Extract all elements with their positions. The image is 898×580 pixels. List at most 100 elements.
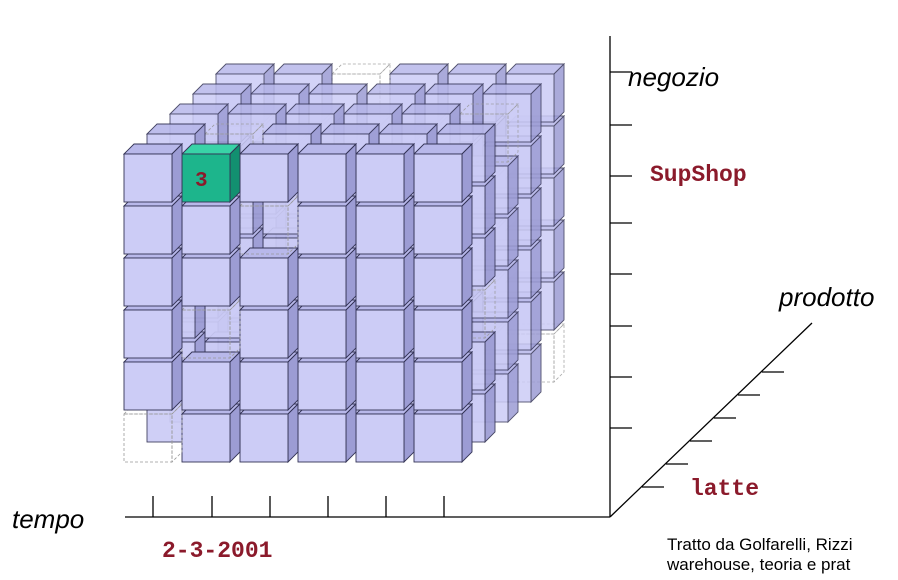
cube [122,350,184,412]
cube-side-face [403,402,415,464]
cube-side-face [171,298,183,360]
cube-side-face [171,350,183,412]
store-axis-title: negozio [628,62,720,92]
cube-front-face [239,361,289,411]
cube-front-face [239,257,289,307]
cube-side-face [345,194,357,256]
cube-front-face [297,153,347,203]
cube [296,350,358,412]
cube-side-face [530,134,542,196]
cube-side-face [287,402,299,464]
cube-side-face [553,323,565,383]
cube-side-face [530,238,542,300]
cube-side-face [345,350,357,412]
cube-side-face [484,174,496,236]
cube-front-face [413,361,463,411]
cube-side-face [287,142,299,204]
cube-side-face [484,226,496,288]
cube-front-face [413,413,463,463]
cube-front-face [181,257,231,307]
cube [180,402,242,464]
cube [354,298,416,360]
time-axis-title: tempo [12,504,85,534]
cube-front-face [123,153,173,203]
cube-side-face [403,350,415,412]
time-axis-value: 2-3-2001 [162,538,273,564]
cube-cells [122,62,566,464]
cube-front-face [355,257,405,307]
cube-side-face [530,186,542,248]
cube [122,194,184,256]
cube [296,402,358,464]
cube-front-face [297,413,347,463]
cube [238,402,300,464]
cube [354,194,416,256]
cube-side-face [171,142,183,204]
cube-front-face [181,205,231,255]
cube-side-face [403,194,415,256]
cube-front-face [355,153,405,203]
cube-side-face [507,310,519,372]
cube-front-face [123,257,173,307]
credit-line-1: Tratto da Golfarelli, Rizzi [667,535,853,554]
cube-side-face [461,298,473,360]
axes-lines [125,36,813,518]
cube-front-face [239,413,289,463]
cube [354,246,416,308]
cube-side-face [403,298,415,360]
product-axis-title: prodotto [779,282,875,312]
cube [238,142,300,204]
cube-front-face [413,153,463,203]
cube-front-face [355,205,405,255]
cube [296,298,358,360]
cube-front-face [297,361,347,411]
cube [412,142,474,204]
cube-side-face [287,298,299,360]
cube-side-face [229,402,241,464]
cube-front-face [181,361,231,411]
cube [412,350,474,412]
cube [180,194,242,256]
cube-side-face [287,350,299,412]
cube-front-face [123,413,173,463]
product-axis-value: latte [690,476,760,502]
cube-side-face [507,154,519,216]
cube-front-face [297,205,347,255]
cube-front-face [297,257,347,307]
cube-side-face [530,342,542,404]
cube-front-face [413,257,463,307]
cube-side-face [171,246,183,308]
cube [412,246,474,308]
cube-side-face [403,142,415,204]
cube-front-face [181,413,231,463]
cube-side-face [553,166,565,228]
cube [296,194,358,256]
cube [296,142,358,204]
cube [412,402,474,464]
cube [238,298,300,360]
cube-front-face [123,205,173,255]
cube [354,402,416,464]
highlighted-cell-value: 3 [195,170,208,193]
cube [180,350,242,412]
cube [122,142,184,204]
cube-side-face [229,350,241,412]
cube-side-face [229,194,241,256]
cube-front-face [355,413,405,463]
cube-side-face [484,382,496,444]
cube-side-face [287,246,299,308]
cube-side-face [229,142,241,204]
cube-side-face [553,114,565,176]
cube [354,142,416,204]
cube-side-face [345,142,357,204]
cube-front-face [123,361,173,411]
cube-side-face [461,350,473,412]
cube [354,350,416,412]
cube [122,298,184,360]
cube-side-face [507,258,519,320]
highlighted-cube [180,142,242,204]
cube-side-face [345,246,357,308]
store-axis-value: SupShop [650,162,747,188]
